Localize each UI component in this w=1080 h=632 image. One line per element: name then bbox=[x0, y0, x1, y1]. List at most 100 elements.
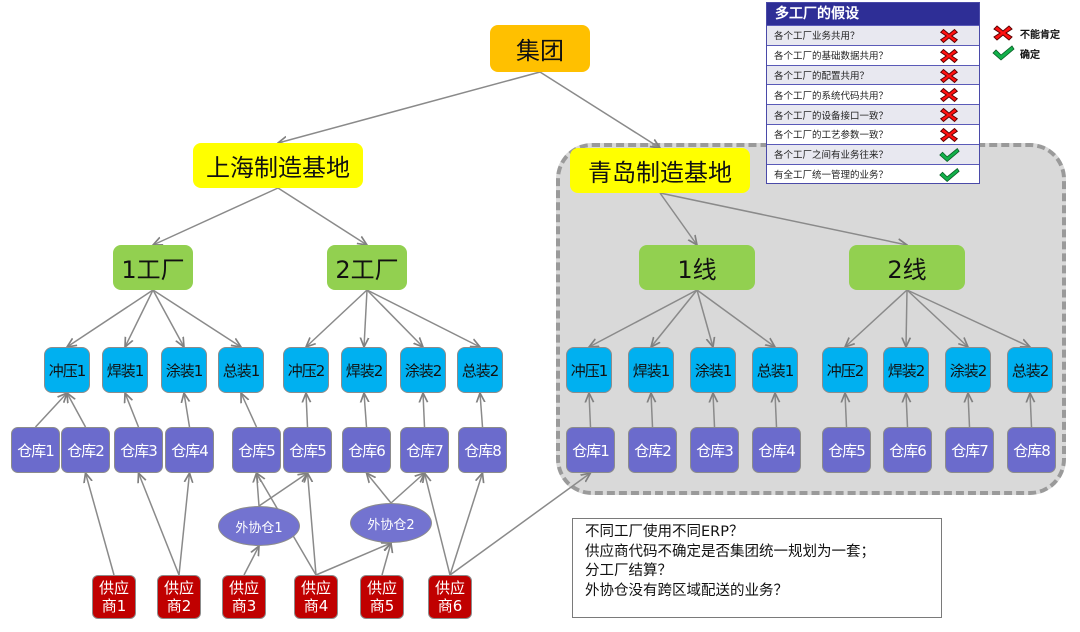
edge-qd-l1-to-qd-p3 bbox=[696, 289, 713, 347]
red-x-icon bbox=[937, 85, 961, 105]
edge-s6-to-sh-w7 bbox=[425, 473, 451, 576]
assumption-table-title: 多工厂的假设 bbox=[767, 3, 979, 25]
edge-sh-f1-to-sh-p2 bbox=[125, 289, 154, 347]
warehouse-node-sh-w1: 仓库1 bbox=[11, 427, 60, 473]
process-node-sh-p2: 焊装1 bbox=[102, 347, 148, 393]
warehouse-node-sh-w6: 仓库6 bbox=[342, 427, 391, 473]
edge-qd-w8-to-qd-p8 bbox=[1030, 393, 1032, 428]
green-check-icon bbox=[937, 145, 961, 165]
supplier-label-line2: 商4 bbox=[303, 597, 329, 615]
supplier-label-line2: 商3 bbox=[231, 597, 257, 615]
legend-uncertain-label: 不能肯定 bbox=[1020, 29, 1060, 41]
supplier-label-line2: 商5 bbox=[369, 597, 395, 615]
assumption-table: 多工厂的假设 各个工厂业务共用？各个工厂的基础数据共用？各个工厂的配置共用？各个… bbox=[766, 2, 980, 185]
process-node-qd-p8: 总装2 bbox=[1007, 347, 1053, 393]
edge-sh-w2-to-sh-p1 bbox=[67, 393, 87, 428]
edge-qd-l2-to-qd-p5 bbox=[845, 289, 908, 347]
process-node-qd-p1: 冲压1 bbox=[566, 347, 612, 393]
edge-qd-l1-to-qd-p4 bbox=[696, 289, 775, 347]
assumption-row: 各个工厂之间有业务往来？ bbox=[767, 143, 979, 165]
edge-sh-f1-to-sh-p1 bbox=[67, 289, 154, 347]
edge-sh-f1-to-sh-p3 bbox=[152, 289, 184, 347]
assumption-row: 各个工厂的基础数据共用？ bbox=[767, 44, 979, 66]
process-node-sh-p5: 冲压2 bbox=[283, 347, 329, 393]
red-x-icon bbox=[937, 125, 961, 145]
red-x-icon bbox=[990, 24, 1016, 42]
warehouse-node-qd-w8: 仓库8 bbox=[1007, 427, 1056, 473]
edge-sh-w5-to-sh-p4 bbox=[241, 393, 258, 428]
edge-sh-w6-to-sh-p6 bbox=[364, 393, 367, 428]
edge-qd-w4-to-qd-p4 bbox=[775, 393, 777, 428]
edge-ow2-to-sh-w6 bbox=[367, 473, 392, 504]
edge-qd-l2-to-qd-p8 bbox=[906, 289, 1030, 347]
supplier-label-line1: 供应 bbox=[228, 579, 259, 597]
supplier-node-s4: 供应商4 bbox=[294, 575, 338, 619]
process-node-sh-p8: 总装2 bbox=[457, 347, 503, 393]
warehouse-node-sh-w5b: 仓库5 bbox=[283, 427, 332, 473]
process-node-qd-p4: 总装1 bbox=[752, 347, 798, 393]
warehouse-node-sh-w7: 仓库7 bbox=[400, 427, 449, 473]
warehouse-node-sh-w8: 仓库8 bbox=[458, 427, 507, 473]
edge-group-to-shanghai bbox=[278, 71, 541, 143]
assumption-text: 各个工厂的工艺参数一致？ bbox=[774, 130, 889, 142]
warehouse-node-sh-w2: 仓库2 bbox=[61, 427, 110, 473]
edge-s1-to-sh-w2 bbox=[86, 473, 115, 576]
note-line: 供应商代码不确定是否集团统一规划为一套； bbox=[585, 543, 875, 560]
base-node-shanghai: 上海制造基地 bbox=[193, 143, 363, 188]
red-x-icon bbox=[937, 26, 961, 46]
assumption-row: 各个工厂业务共用？ bbox=[767, 25, 979, 45]
note-line: 外协仓没有跨区域配送的业务？ bbox=[585, 582, 788, 599]
supplier-node-s1: 供应商1 bbox=[92, 575, 136, 619]
edge-qd-w5-to-qd-p5 bbox=[845, 393, 847, 428]
warehouse-node-qd-w2: 仓库2 bbox=[628, 427, 677, 473]
outsource-warehouse-node-ow2: 外协仓2 bbox=[350, 503, 432, 543]
green-check-icon bbox=[937, 165, 961, 185]
edge-sh-w8-to-sh-p8 bbox=[480, 393, 483, 428]
edge-s2-to-sh-w4 bbox=[178, 473, 190, 576]
warehouse-node-qd-w3: 仓库3 bbox=[690, 427, 739, 473]
base-node-qingdao: 青岛制造基地 bbox=[570, 148, 750, 193]
edge-s3-to-ow1 bbox=[243, 546, 259, 576]
supplier-label-line2: 商1 bbox=[101, 597, 127, 615]
factory-node-qd-l2: 2线 bbox=[849, 245, 965, 290]
outsource-warehouse-node-ow1: 外协仓1 bbox=[218, 506, 300, 546]
process-node-qd-p2: 焊装1 bbox=[628, 347, 674, 393]
edge-s4-to-sh-w5b bbox=[308, 473, 317, 576]
edge-ow2-to-sh-w7 bbox=[390, 473, 425, 504]
red-x-icon bbox=[937, 46, 961, 66]
process-node-sh-p1: 冲压1 bbox=[44, 347, 90, 393]
edge-sh-f2-to-sh-p7 bbox=[366, 289, 423, 347]
red-x-icon bbox=[937, 105, 961, 125]
assumption-text: 各个工厂业务共用？ bbox=[774, 31, 860, 43]
process-node-qd-p5: 冲压2 bbox=[822, 347, 868, 393]
edge-sh-w7-to-sh-p7 bbox=[423, 393, 425, 428]
edge-qingdao-to-qd-l2 bbox=[659, 192, 907, 245]
legend-uncertain: 不能肯定 bbox=[990, 24, 1060, 42]
supplier-label-line2: 商6 bbox=[437, 597, 463, 615]
edge-qingdao-to-qd-l1 bbox=[659, 192, 697, 245]
process-node-qd-p7: 涂装2 bbox=[945, 347, 991, 393]
green-check-icon bbox=[990, 44, 1016, 62]
factory-node-qd-l1: 1线 bbox=[639, 245, 755, 290]
edge-s2-to-sh-w3 bbox=[139, 473, 180, 576]
warehouse-node-qd-w5: 仓库5 bbox=[822, 427, 871, 473]
assumption-text: 各个工厂的系统代码共用？ bbox=[774, 90, 889, 102]
supplier-node-s6: 供应商6 bbox=[428, 575, 472, 619]
factory-node-sh-f2: 2工厂 bbox=[327, 245, 407, 290]
warehouse-node-qd-w4: 仓库4 bbox=[752, 427, 801, 473]
edge-qd-w1-to-qd-p1 bbox=[589, 393, 591, 428]
supplier-label-line1: 供应 bbox=[434, 579, 465, 597]
process-node-sh-p7: 涂装2 bbox=[400, 347, 446, 393]
factory-node-sh-f1: 1工厂 bbox=[113, 245, 193, 290]
supplier-label-line1: 供应 bbox=[300, 579, 331, 597]
edge-qd-l1-to-qd-p1 bbox=[589, 289, 698, 347]
edge-ow1-to-sh-w5b bbox=[258, 473, 308, 507]
process-node-sh-p3: 涂装1 bbox=[161, 347, 207, 393]
assumption-text: 各个工厂的设备接口一致？ bbox=[774, 110, 889, 122]
warehouse-node-sh-w5: 仓库5 bbox=[232, 427, 281, 473]
red-x-icon bbox=[937, 66, 961, 86]
group-node: 集团 bbox=[490, 25, 590, 72]
legend-confirmed: 确定 bbox=[990, 44, 1040, 62]
assumption-text: 各个工厂之间有业务往来？ bbox=[774, 150, 889, 162]
